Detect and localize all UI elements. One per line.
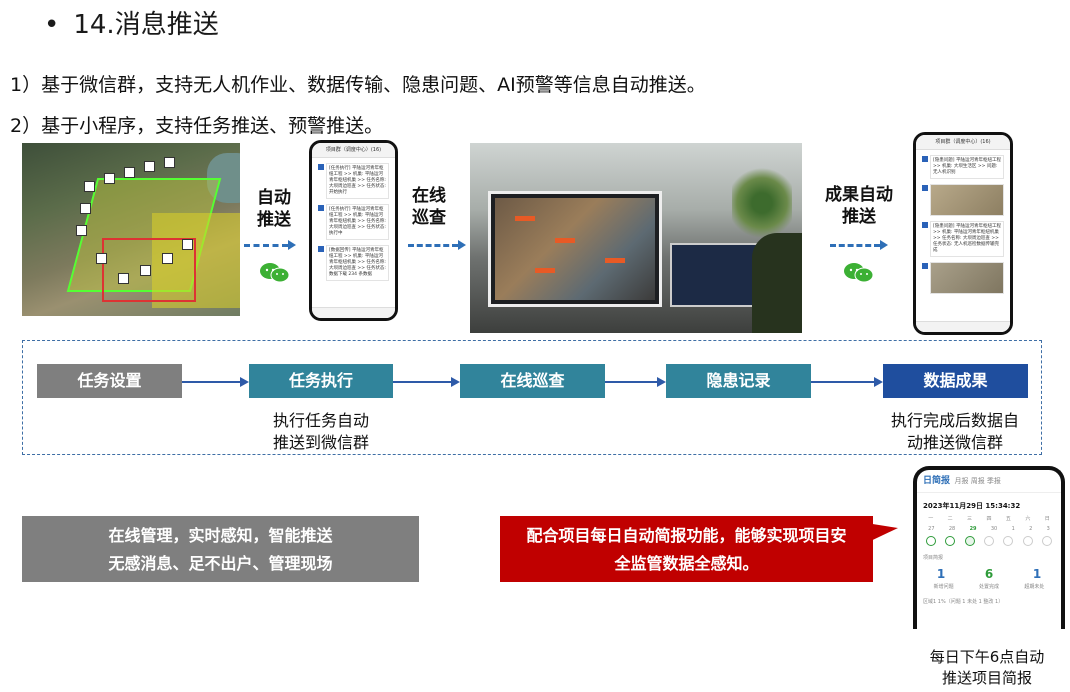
point-1: 1）基于微信群，支持无人机作业、数据传输、隐患问题、AI预警等信息自动推送。	[10, 74, 706, 96]
report-caption-line2: 推送项目简报	[941, 669, 1032, 687]
stat-new-issues: 1	[936, 567, 946, 581]
flow-connector	[182, 381, 240, 383]
day[interactable]: 3	[1046, 526, 1050, 532]
title-bullet: •	[44, 10, 60, 40]
wechat-icon	[260, 263, 290, 283]
caption-execute-line1: 执行任务自动	[272, 411, 369, 430]
report-tabs: 日简报 月报 周报 季报	[917, 470, 1061, 493]
step-task-execute: 任务执行	[249, 364, 393, 398]
step-online-patrol: 在线巡查	[460, 364, 605, 398]
callout-line1: 配合项目每日自动简报功能，能够实现项目安	[526, 526, 847, 545]
label-auto-push: 自动 推送	[250, 187, 298, 231]
process-flow-box	[22, 340, 1042, 455]
report-datetime: 2023年11月29日 15:34:32	[923, 502, 1021, 510]
day[interactable]: 29	[969, 526, 977, 532]
phone-header: 项目群（调度中心）(16)	[312, 143, 395, 158]
summary-grey-box: 在线管理，实时感知，智能推送 无感消息、足不出户、管理现场	[22, 516, 419, 582]
phone-input-bar	[916, 321, 1010, 332]
title-text: 14.消息推送	[73, 10, 219, 40]
day[interactable]: 1	[1011, 526, 1015, 532]
caption-execute-line2: 推送到微信群	[272, 433, 369, 452]
day[interactable]: 28	[948, 526, 956, 532]
point-2: 2）基于小程序，支持任务推送、预警推送。	[10, 115, 384, 137]
flow-connector	[605, 381, 657, 383]
step-data-result: 数据成果	[883, 364, 1028, 398]
weekday: 四	[986, 516, 992, 522]
report-day-rings	[917, 534, 1061, 548]
label-online-patrol-line1: 在线	[412, 186, 446, 206]
control-room-photo	[470, 143, 802, 333]
chat-message: [隐患问题] 平陆运河青年枢纽工程 >> 机巢: 平陆运河青年枢纽机巢 >> 任…	[922, 221, 1004, 257]
label-result-push-line2: 推送	[842, 207, 876, 227]
flow-arrow-head	[451, 377, 460, 387]
dashed-arrow-line	[244, 244, 288, 247]
label-online-patrol-line2: 巡查	[412, 208, 446, 228]
label-auto-push-line1: 自动	[257, 188, 291, 208]
flow-arrow-head	[657, 377, 666, 387]
phone-wechat-group-right: 项目群（调度中心）(16) [隐患问题] 平陆运河青年枢纽工程 >> 机巢: 大…	[913, 132, 1013, 335]
grey-box-line1: 在线管理，实时感知，智能推送	[108, 526, 333, 545]
report-days: 27 28 29 30 1 2 3	[917, 524, 1061, 534]
flow-connector	[811, 381, 874, 383]
caption-complete-line1: 执行完成后数据自	[890, 411, 1019, 430]
stat-resolved: 6	[984, 567, 994, 581]
flow-arrow-head	[874, 377, 883, 387]
arrow-head	[288, 240, 296, 250]
stat-overdue: 1	[1032, 567, 1042, 581]
chat-message: [隐患问题] 平陆运河青年枢纽工程 >> 机巢: 大坝生活区 >> 问题: 无人…	[922, 155, 1004, 179]
weekday: 日	[1044, 516, 1050, 522]
step-task-setup: 任务设置	[37, 364, 182, 398]
report-section-title: 项目简报	[923, 555, 944, 561]
phone-input-bar	[312, 307, 395, 318]
phone-header: 项目群（调度中心）(16)	[916, 135, 1010, 150]
tab-other-reports[interactable]: 月报 周报 季报	[954, 477, 1001, 485]
stat-label: 超期未处	[1024, 584, 1045, 590]
report-weekdays: 一二三四五六日	[917, 513, 1061, 524]
weekday: 二	[947, 516, 953, 522]
chat-image	[922, 184, 1004, 216]
drone-map-image	[22, 143, 240, 316]
callout-line2: 全监管数据全感知。	[614, 554, 759, 573]
day[interactable]: 2	[1029, 526, 1033, 532]
flow-arrow-head	[240, 377, 249, 387]
wechat-icon	[844, 263, 874, 283]
day[interactable]: 30	[990, 526, 998, 532]
chat-image	[922, 262, 1004, 294]
page-title: • 14.消息推送	[44, 4, 219, 41]
tab-daily-report[interactable]: 日简报	[923, 476, 951, 486]
chat-message: [任务执行] 平陆运河青年枢纽工程 >> 机巢: 平陆运河青年枢纽机巢 >> 任…	[318, 163, 389, 199]
weekday: 一	[928, 516, 934, 522]
dashed-arrow-line	[408, 244, 458, 247]
phone-daily-report: 日简报 月报 周报 季报 2023年11月29日 15:34:32 一 二 三 四 五 六…	[913, 466, 1065, 629]
step-hazard-record: 隐患记录	[666, 364, 811, 398]
daily-report-callout: 配合项目每日自动简报功能，能够实现项目安 全监管数据全感知。	[500, 516, 873, 582]
label-auto-push-line2: 推送	[257, 210, 291, 230]
report-caption: 每日下午6点自动 推送项目简报	[912, 647, 1062, 689]
label-result-push-line1: 成果自动	[825, 185, 893, 205]
day[interactable]: 27	[928, 526, 935, 532]
caption-complete: 执行完成后数据自 动推送微信群	[876, 410, 1034, 454]
weekday: 六	[1025, 516, 1031, 522]
caption-execute: 执行任务自动 推送到微信群	[249, 410, 393, 454]
stat-label: 处置完成	[978, 584, 999, 590]
caption-complete-line2: 动推送微信群	[906, 433, 1003, 452]
weekday: 三	[967, 516, 973, 522]
label-online-patrol: 在线 巡查	[405, 185, 453, 229]
chat-message: [任务执行] 平陆运河青年枢纽工程 >> 机巢: 平陆运河青年枢纽机巢 >> 任…	[318, 204, 389, 240]
report-region-line: 区域1 1%（问题 1 未处 1 整改 1）	[923, 599, 1004, 605]
chat-message: [数据回传] 平陆运河青年枢纽工程 >> 机巢: 平陆运河青年枢纽机巢 >> 任…	[318, 245, 389, 281]
report-numbers: 1 6 1	[917, 563, 1061, 581]
arrow-head	[880, 240, 888, 250]
label-result-auto-push: 成果自动 推送	[820, 184, 898, 228]
dashed-arrow-line	[830, 244, 880, 247]
flow-connector	[393, 381, 451, 383]
phone-wechat-group-left: 项目群（调度中心）(16) [任务执行] 平陆运河青年枢纽工程 >> 机巢: 平…	[309, 140, 398, 321]
report-number-labels: 新增问题 处置完成 超期未处	[917, 581, 1061, 592]
weekday: 五	[1005, 516, 1011, 522]
grey-box-line2: 无感消息、足不出户、管理现场	[108, 554, 333, 573]
report-caption-line1: 每日下午6点自动	[929, 648, 1045, 666]
stat-label: 新增问题	[933, 584, 954, 590]
arrow-head	[458, 240, 466, 250]
